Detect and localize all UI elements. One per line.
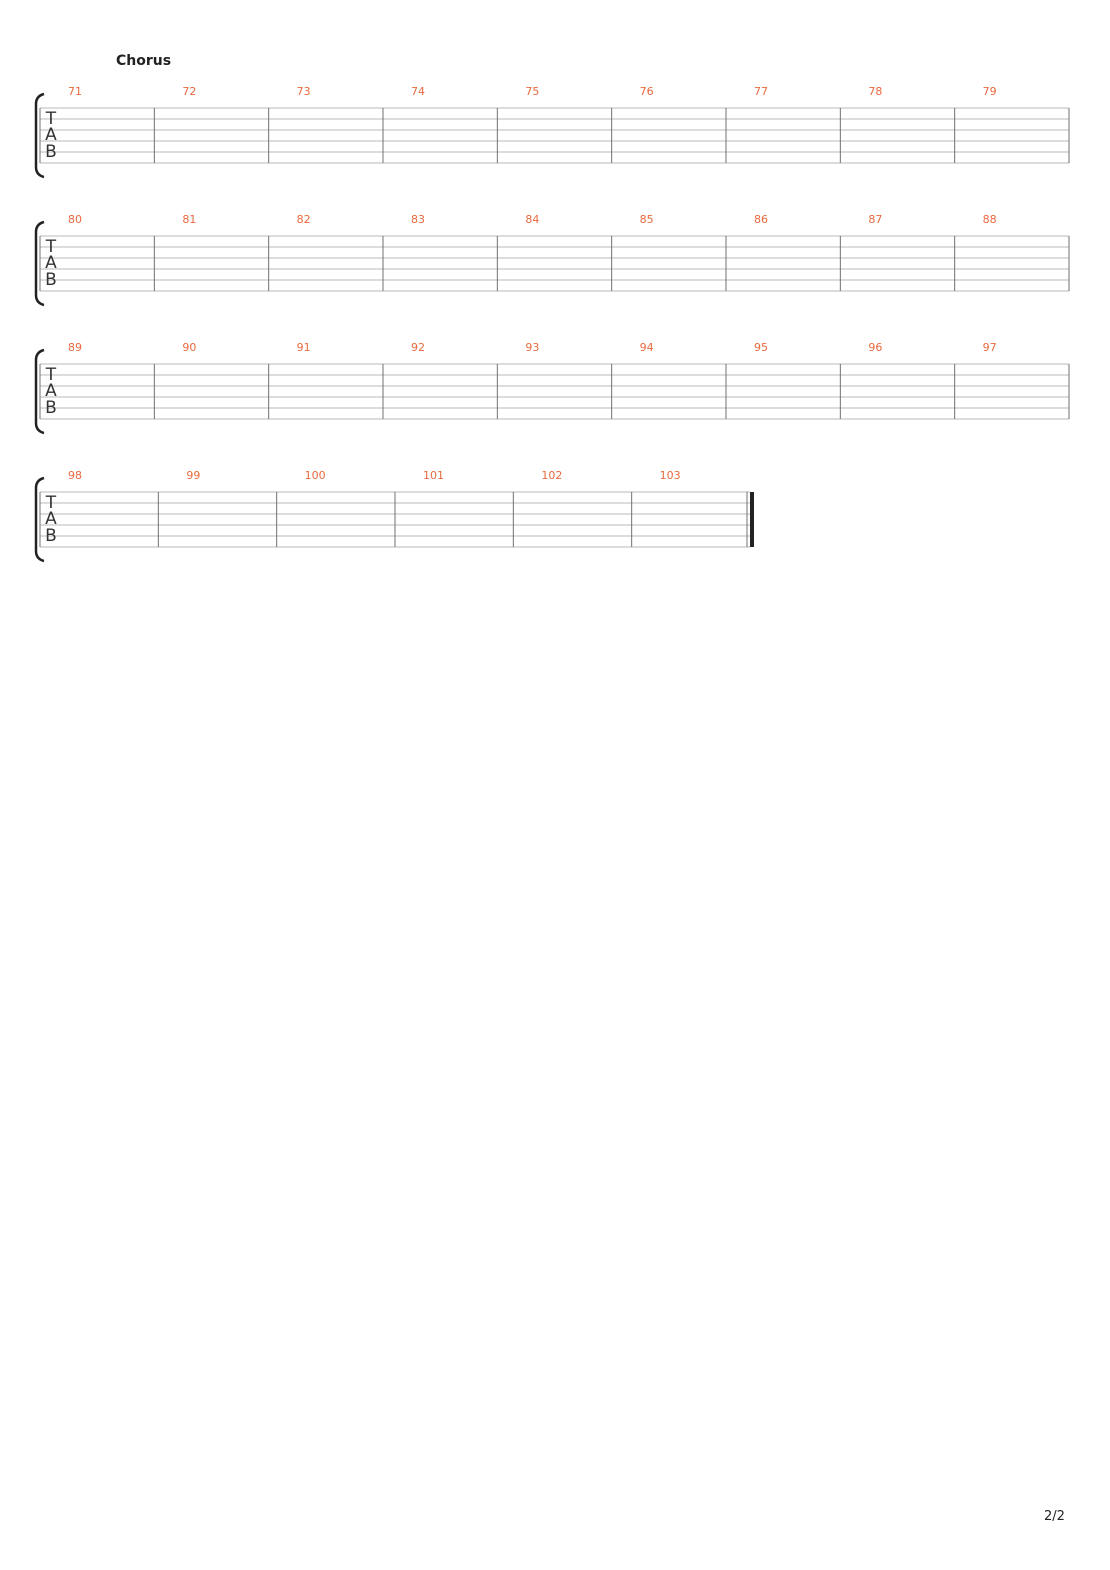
tab-clef-letter: A <box>45 509 57 529</box>
measure-number: 84 <box>525 213 539 226</box>
measure-number: 99 <box>186 469 200 482</box>
tab-system: TAB 71 72 73 74 75 76 77 78 79 <box>34 85 1070 179</box>
tab-clef-letter: A <box>45 253 57 273</box>
measure-number: 85 <box>640 213 654 226</box>
tab-system: TAB 80 81 82 83 84 85 86 87 88 <box>34 213 1070 307</box>
tab-clef-letter: A <box>45 381 57 401</box>
measure-number: 102 <box>541 469 562 482</box>
measure-number: 88 <box>983 213 997 226</box>
tab-clef-letter: B <box>45 270 57 290</box>
system-bracket <box>34 92 45 179</box>
measure-number: 91 <box>297 341 311 354</box>
measure-number: 77 <box>754 85 768 98</box>
page-number: 2/2 <box>1044 1509 1065 1524</box>
measure-number: 101 <box>423 469 444 482</box>
measure-number: 94 <box>640 341 654 354</box>
tab-clef-letter: A <box>45 125 57 145</box>
measure-number: 97 <box>983 341 997 354</box>
measure-number: 78 <box>868 85 882 98</box>
measure-number: 83 <box>411 213 425 226</box>
measure-number: 96 <box>868 341 882 354</box>
system-bracket <box>34 220 45 307</box>
measure-number: 71 <box>68 85 82 98</box>
measure-number: 80 <box>68 213 82 226</box>
measure-number: 89 <box>68 341 82 354</box>
system-bracket <box>34 348 45 435</box>
measure-number: 90 <box>182 341 196 354</box>
measure-number: 74 <box>411 85 425 98</box>
tab-system: TAB 98 99 100 101 102 103 <box>34 469 754 563</box>
tab-clef-letter: T <box>45 365 57 385</box>
measure-number: 79 <box>983 85 997 98</box>
measure-number: 72 <box>182 85 196 98</box>
measure-number: 82 <box>297 213 311 226</box>
measure-number: 98 <box>68 469 82 482</box>
system-bracket <box>34 476 45 563</box>
tab-clef-letter: B <box>45 142 57 162</box>
measure-number: 93 <box>525 341 539 354</box>
measure-number: 81 <box>182 213 196 226</box>
measure-number: 95 <box>754 341 768 354</box>
measure-number: 92 <box>411 341 425 354</box>
measure-number: 75 <box>525 85 539 98</box>
tab-clef-letter: T <box>45 237 57 257</box>
measure-number: 100 <box>305 469 326 482</box>
measure-number: 103 <box>660 469 681 482</box>
measure-number: 86 <box>754 213 768 226</box>
measure-number: 73 <box>297 85 311 98</box>
tab-system: TAB 89 90 91 92 93 94 95 96 97 <box>34 341 1070 435</box>
tab-clef-letter: T <box>45 109 57 129</box>
measure-number: 76 <box>640 85 654 98</box>
measure-number: 87 <box>868 213 882 226</box>
section-label: Chorus <box>116 53 172 69</box>
tab-clef-letter: B <box>45 398 57 418</box>
tab-clef-letter: B <box>45 526 57 546</box>
tab-clef-letter: T <box>45 493 57 513</box>
